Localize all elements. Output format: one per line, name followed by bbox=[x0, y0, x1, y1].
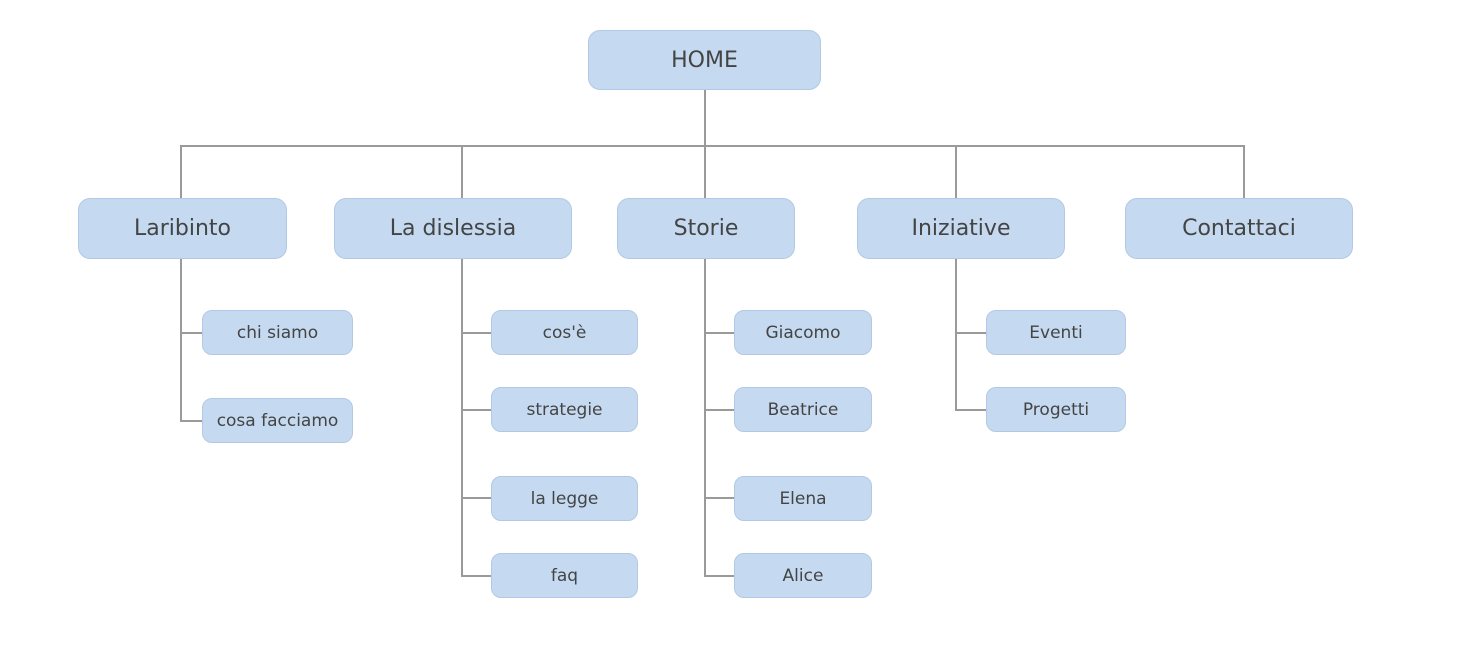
node-page-beatrice: Beatrice bbox=[734, 387, 872, 432]
node-page-alice: Alice bbox=[734, 553, 872, 598]
node-page-progetti: Progetti bbox=[986, 387, 1126, 432]
node-section-laribinto: Laribinto bbox=[78, 198, 287, 259]
node-home: HOME bbox=[588, 30, 821, 90]
node-section-la-dislessia: La dislessia bbox=[334, 198, 572, 259]
node-page-chi-siamo: chi siamo bbox=[202, 310, 353, 355]
node-section-contattaci: Contattaci bbox=[1125, 198, 1353, 259]
connector-drop-la-dislessia bbox=[461, 145, 463, 198]
node-section-iniziative: Iniziative bbox=[857, 198, 1065, 259]
connector-stem-storie bbox=[704, 259, 706, 577]
connector-branch-cose bbox=[461, 332, 491, 334]
connector-branch-chi-siamo bbox=[180, 332, 202, 334]
connector-branch-beatrice bbox=[704, 409, 734, 411]
connector-branch-elena bbox=[704, 497, 734, 499]
connector-branch-alice bbox=[704, 575, 734, 577]
connector-branch-progetti bbox=[955, 409, 986, 411]
node-section-storie: Storie bbox=[617, 198, 795, 259]
connector-branch-eventi bbox=[955, 332, 986, 334]
node-page-la-legge: la legge bbox=[491, 476, 638, 521]
connector-branch-giacomo bbox=[704, 332, 734, 334]
connector-branch-strategie bbox=[461, 409, 491, 411]
connector-home-trunk bbox=[704, 90, 706, 147]
connector-branch-cosa-facciamo bbox=[180, 420, 202, 422]
connector-branch-la-legge bbox=[461, 497, 491, 499]
node-page-strategie: strategie bbox=[491, 387, 638, 432]
node-page-cosa-facciamo: cosa facciamo bbox=[202, 398, 353, 443]
connector-drop-laribinto bbox=[180, 145, 182, 198]
connector-stem-laribinto bbox=[180, 259, 182, 422]
connector-drop-storie bbox=[704, 145, 706, 198]
connector-stem-la-dislessia bbox=[461, 259, 463, 577]
connector-stem-iniziative bbox=[955, 259, 957, 411]
node-page-giacomo: Giacomo bbox=[734, 310, 872, 355]
node-page-cose: cos'è bbox=[491, 310, 638, 355]
connector-drop-iniziative bbox=[955, 145, 957, 198]
connector-section-bus bbox=[180, 145, 1245, 147]
connector-branch-faq bbox=[461, 575, 491, 577]
node-page-elena: Elena bbox=[734, 476, 872, 521]
connector-drop-contattaci bbox=[1243, 145, 1245, 198]
node-page-eventi: Eventi bbox=[986, 310, 1126, 355]
node-page-faq: faq bbox=[491, 553, 638, 598]
